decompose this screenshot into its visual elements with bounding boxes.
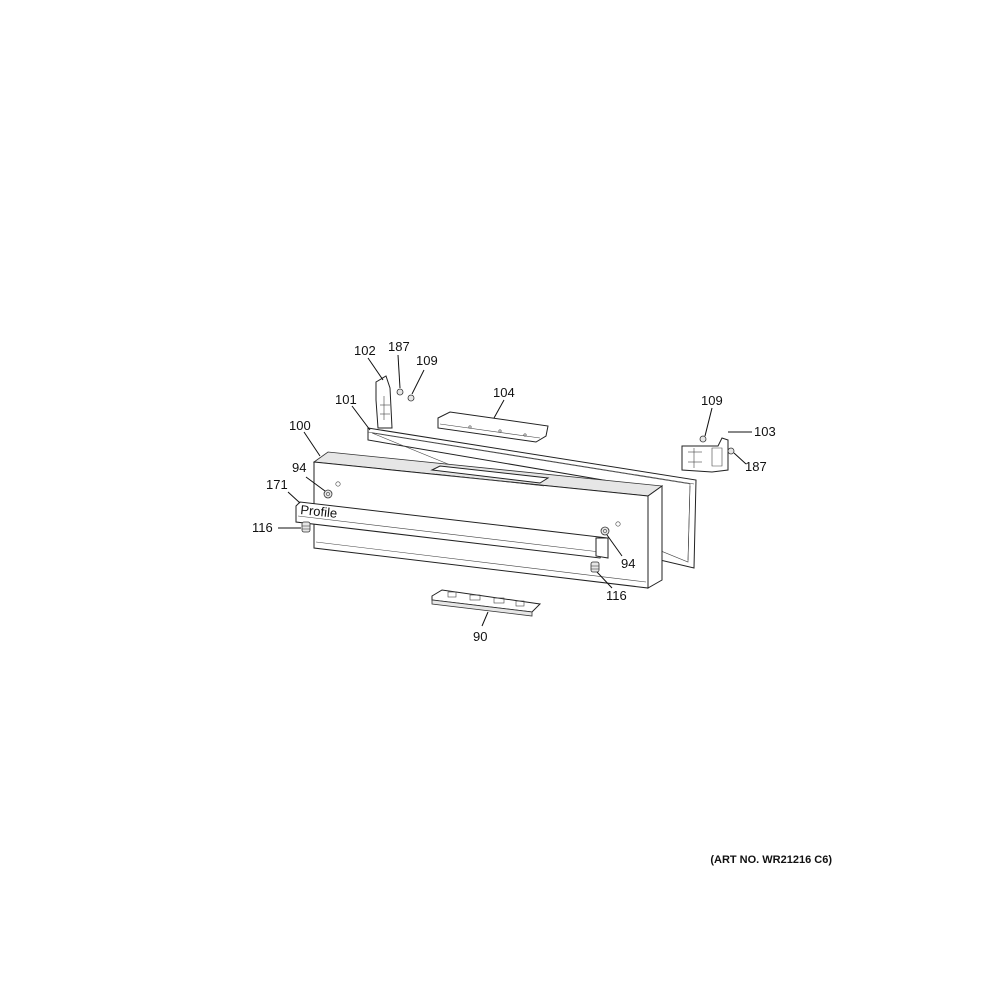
callout-109-right: 109 [701,393,723,408]
screw-94-right [600,526,610,536]
callout-109-left: 109 [416,353,438,368]
callout-171: 171 [266,477,288,492]
callout-102: 102 [354,343,376,358]
hinge-bracket-102 [375,375,393,429]
callout-187-right: 187 [745,459,767,474]
screw-187-left [396,388,404,396]
top-trim-104 [437,411,549,443]
callout-104: 104 [493,385,515,400]
leader-lines [278,354,752,627]
callout-116-right: 116 [606,588,627,603]
callout-90: 90 [473,629,487,644]
callout-100: 100 [289,418,311,433]
callout-94-right: 94 [621,556,635,571]
control-board-90 [431,589,542,617]
screw-109-left [407,394,415,402]
callout-101: 101 [335,392,357,407]
callout-116-left: 116 [252,520,273,535]
gasket-frame-101 [367,427,697,569]
callout-187-left: 187 [388,339,410,354]
spacer-116-right [590,561,600,573]
handle-171 [295,501,609,559]
art-number: (ART NO. WR21216 C6) [710,854,832,866]
brand-mark: Profile [300,502,338,521]
callout-94-left: 94 [292,460,306,475]
screw-94-left [323,489,333,499]
screw-109-right [699,435,707,443]
screw-187-right [727,447,735,455]
hinge-bracket-103 [681,437,729,473]
callout-103: 103 [754,424,776,439]
spacer-116-left [301,521,311,533]
